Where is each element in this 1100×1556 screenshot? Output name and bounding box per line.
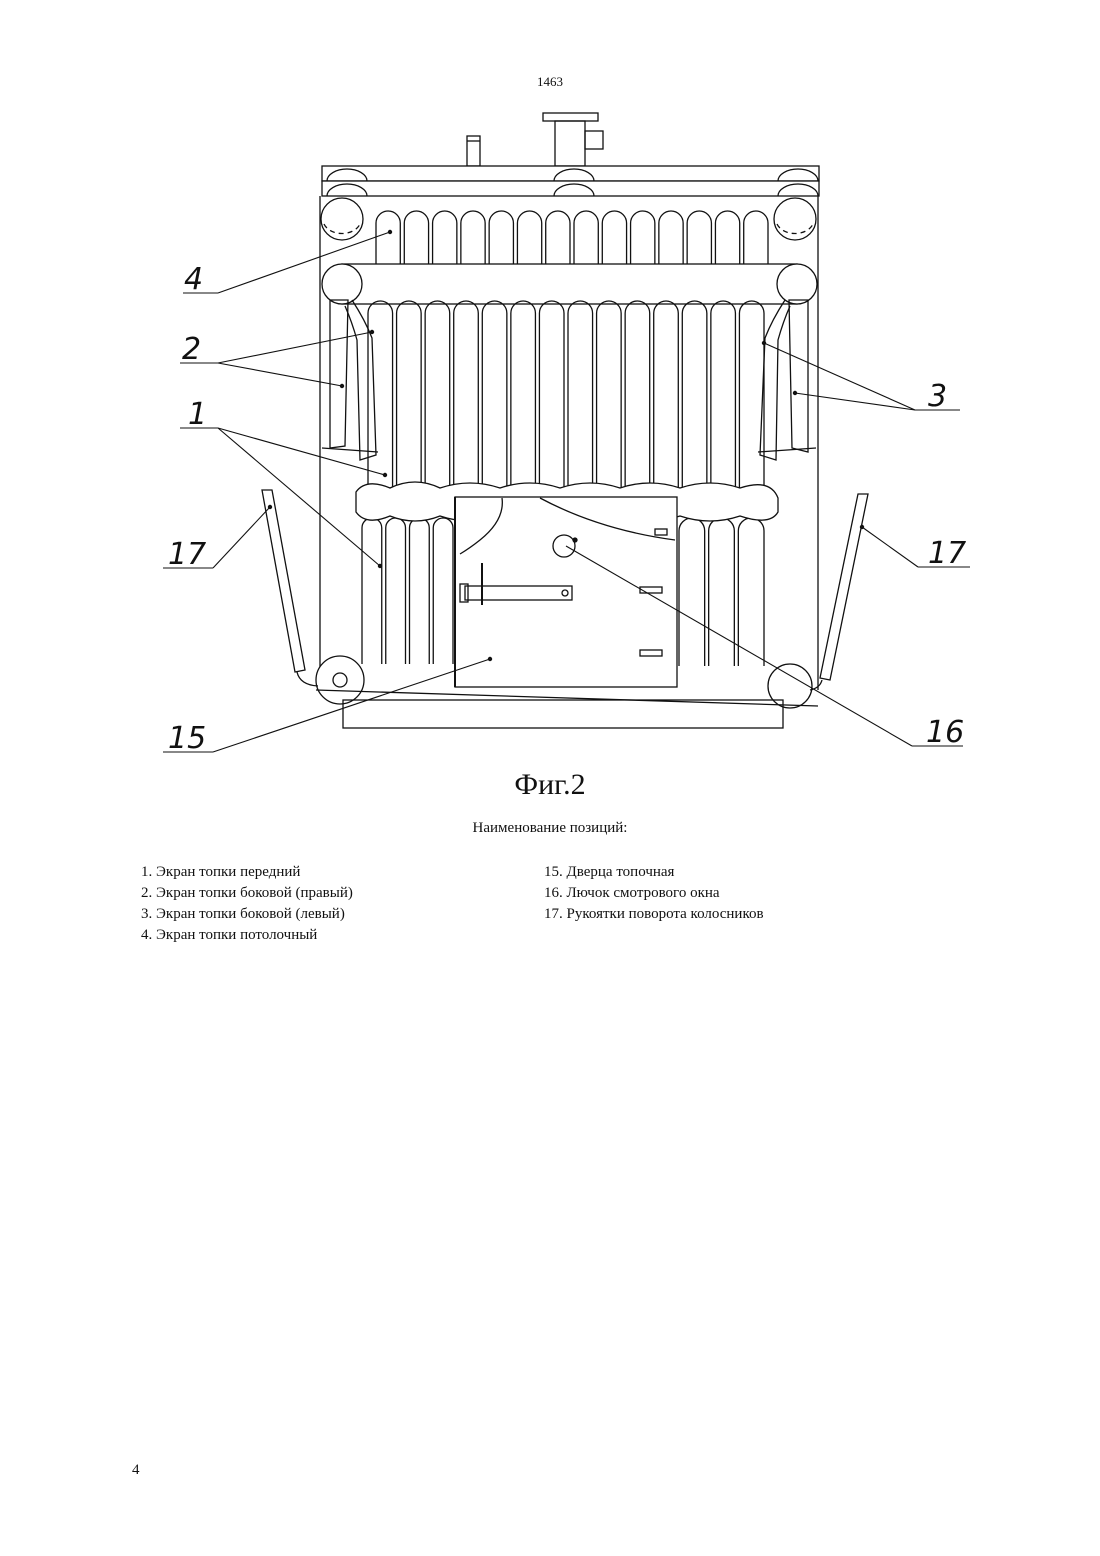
- front-tube: [739, 301, 764, 488]
- legend-item: 15. Дверца топочная: [544, 862, 764, 883]
- legend-item: 2. Экран топки боковой (правый): [141, 883, 353, 904]
- front-tube: [568, 301, 593, 488]
- upper-drums: [321, 198, 816, 240]
- callout-label-1: 1: [188, 397, 207, 432]
- side-screen-right: [758, 300, 816, 460]
- ceiling-tube: [489, 211, 513, 264]
- front-tube: [433, 518, 453, 664]
- boiler-technical-drawing: 4 2 1 3 17 17 15 16: [0, 0, 1100, 780]
- ceiling-tube: [715, 211, 739, 264]
- ceiling-tube: [461, 211, 485, 264]
- front-tube: [511, 301, 536, 488]
- legend-heading: Наименование позиций:: [0, 820, 1100, 837]
- front-tube: [386, 518, 406, 664]
- ceiling-tube: [631, 211, 655, 264]
- top-collector: [322, 166, 819, 196]
- front-tube: [682, 301, 707, 488]
- front-screen-tubes-lower-left: [362, 518, 453, 664]
- legend-item: 1. Экран топки передний: [141, 862, 353, 883]
- front-tube: [539, 301, 564, 488]
- front-screen-tubes-lower-right: [679, 518, 764, 666]
- legend-item: 16. Лючок смотрового окна: [544, 883, 764, 904]
- ceiling-tube: [404, 211, 428, 264]
- front-tube: [454, 301, 479, 488]
- legend-item: 3. Экран топки боковой (левый): [141, 904, 353, 925]
- ceiling-tube: [433, 211, 457, 264]
- front-tube: [368, 301, 393, 488]
- legend-item: 4. Экран топки потолочный: [141, 925, 353, 946]
- ceiling-tube: [517, 211, 541, 264]
- front-tube: [709, 518, 735, 666]
- front-tube: [482, 301, 507, 488]
- front-tube: [597, 301, 622, 488]
- middle-collector: [322, 264, 817, 304]
- front-screen-tubes-upper: [368, 301, 764, 488]
- callout-label-2: 2: [182, 332, 201, 367]
- callout-label-15: 15: [168, 721, 206, 756]
- ceiling-tube: [687, 211, 711, 264]
- ceiling-tube: [546, 211, 570, 264]
- front-tube: [397, 301, 422, 488]
- front-tube: [410, 518, 430, 664]
- legend-list-right: 15. Дверца топочная 16. Лючок смотрового…: [544, 862, 764, 925]
- figure-caption: Фиг.2: [0, 768, 1100, 802]
- ceiling-tube: [376, 211, 400, 264]
- callout-label-17-left: 17: [168, 537, 206, 572]
- ceiling-tube: [659, 211, 683, 264]
- outlet-pipes: [467, 113, 603, 166]
- front-tube: [654, 301, 679, 488]
- page-number: 4: [132, 1462, 140, 1479]
- ceiling-tube: [602, 211, 626, 264]
- callout-label-4: 4: [184, 262, 203, 297]
- side-screen-left: [322, 300, 378, 460]
- front-tube: [625, 301, 650, 488]
- legend-list-left: 1. Экран топки передний 2. Экран топки б…: [141, 862, 353, 946]
- legend-item: 17. Рукоятки поворота колосников: [544, 904, 764, 925]
- ceiling-screen-tubes: [376, 211, 768, 264]
- ceiling-tube: [744, 211, 768, 264]
- ceiling-tube: [574, 211, 598, 264]
- callout-label-17-right: 17: [928, 536, 966, 571]
- callout-label-16: 16: [926, 715, 964, 750]
- front-tube: [425, 301, 450, 488]
- front-tube: [679, 518, 705, 666]
- callout-label-3: 3: [928, 379, 947, 414]
- front-tube: [362, 518, 382, 664]
- front-tube: [738, 518, 764, 666]
- front-tube: [711, 301, 736, 488]
